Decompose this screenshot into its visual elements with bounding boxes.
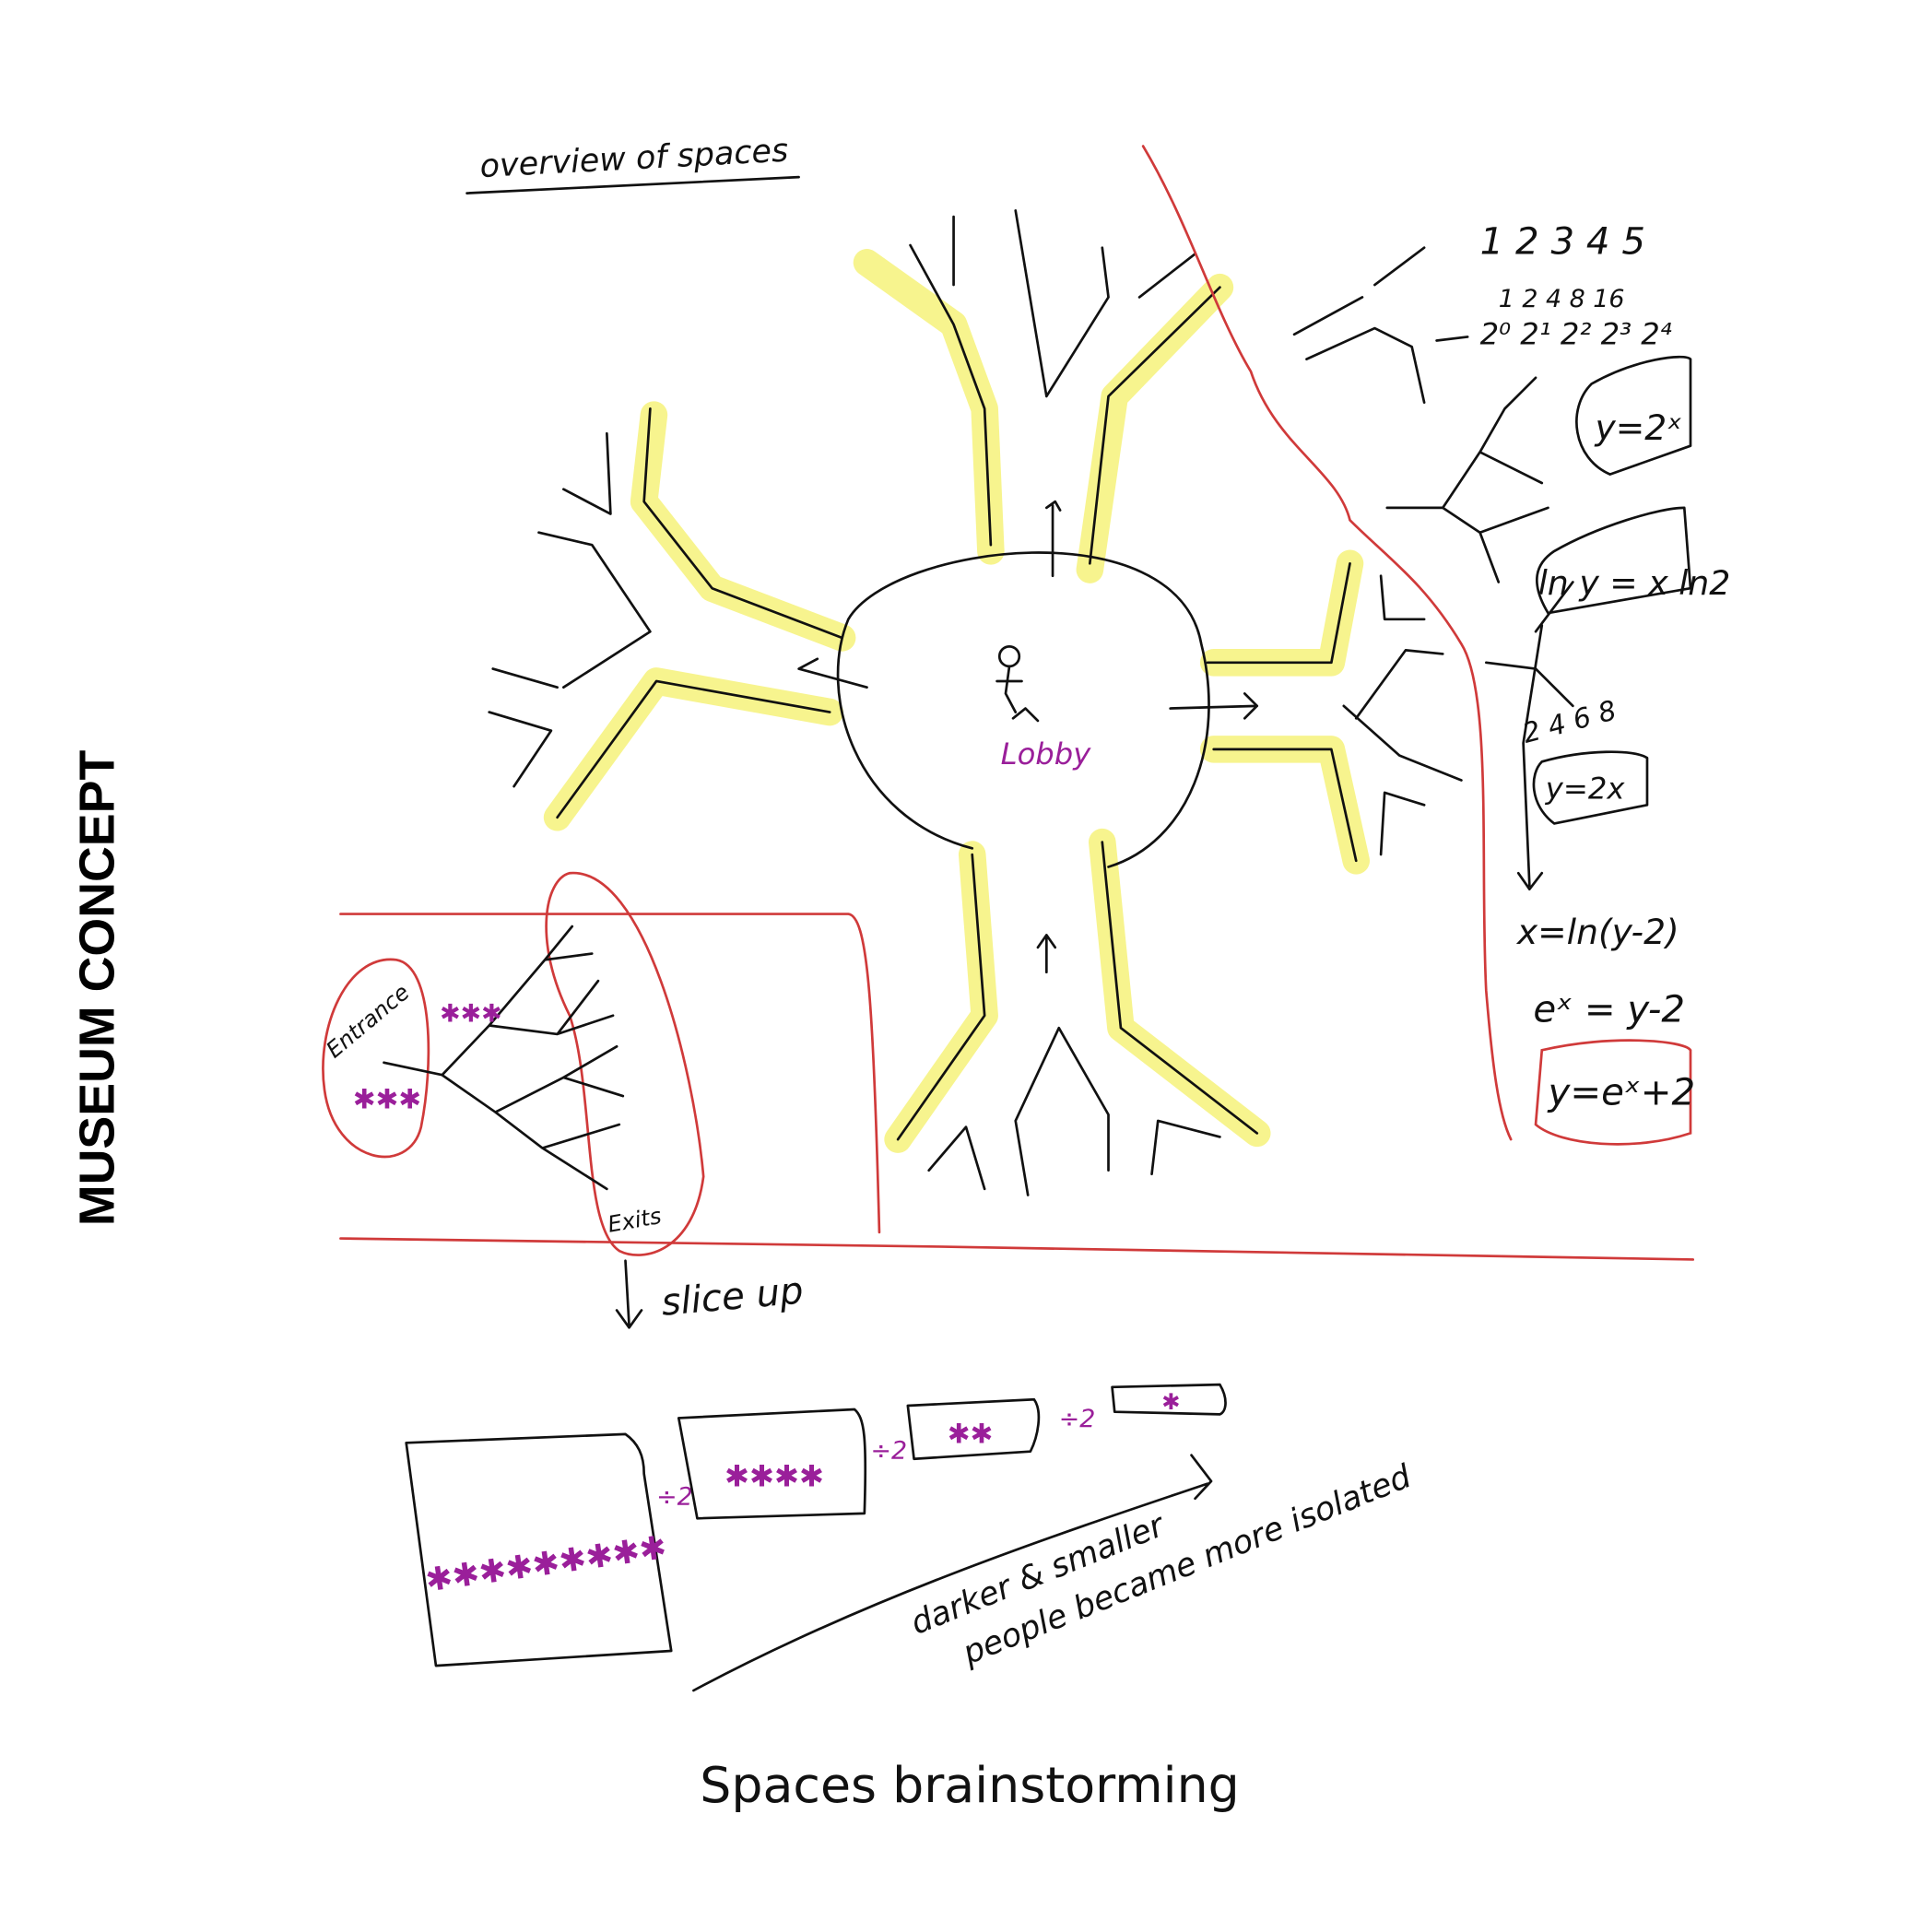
svg-text:✱✱✱✱: ✱✱✱✱ [724,1458,824,1493]
svg-text:÷2: ÷2 [1059,1405,1096,1433]
slice-arrow [615,1259,643,1329]
entrance-label: Entrance [322,979,415,1063]
red-boundaries [322,145,1695,1261]
eq-final: y=eˣ+2 [1547,1070,1695,1113]
sketch-heading: overview of spaces [479,133,789,185]
eq-y-2x-power: y=2ˣ [1595,407,1682,448]
exits-label: Exits [606,1203,664,1238]
math-notes: 1 2 3 4 5 1 2 4 8 16 2⁰ 2¹ 2² 2³ 2⁴ y=2ˣ… [1292,219,1731,1113]
people-icons: ✱✱✱ [353,1084,421,1115]
progression-arrow [692,1454,1213,1692]
math-row3: 2⁰ 2¹ 2² 2³ 2⁴ [1480,317,1672,352]
svg-text:÷2: ÷2 [871,1437,908,1466]
eq-ln: ln y = x ln2 [1538,563,1731,603]
math-row1: 1 2 3 4 5 [1480,219,1645,263]
lobby-space: Lobby [488,209,1463,1196]
svg-text:✱✱✱✱✱✱✱✱✱: ✱✱✱✱✱✱✱✱✱ [423,1529,668,1599]
entrance-exit-tree: Entrance Exits ✱✱✱ ✱✱✱ [322,925,664,1238]
eq-x-ln: x=ln(y-2) [1516,912,1679,952]
eq-exp: eˣ = y-2 [1533,987,1685,1031]
people-icons: ✱✱✱ [440,999,502,1028]
page-title: MUSEUM CONCEPT [70,750,125,1227]
svg-text:✱: ✱ [1161,1389,1180,1415]
svg-text:÷2: ÷2 [656,1482,693,1511]
math-row2: 1 2 4 8 16 [1499,285,1625,313]
figure-caption: Spaces brainstorming [700,1756,1239,1814]
eq-linear: y=2x [1545,772,1626,807]
slice-up-label: slice up [660,1269,806,1325]
corridor-highlights [543,249,1371,1153]
svg-text:✱✱: ✱✱ [948,1418,994,1449]
lobby-label: Lobby [1001,736,1092,772]
heading-underline [465,175,800,194]
room-sequence: ✱✱✱✱✱✱✱✱✱ ÷2 ✱✱✱✱ ÷2 ✱✱ ÷2 ✱ [405,1383,1227,1667]
